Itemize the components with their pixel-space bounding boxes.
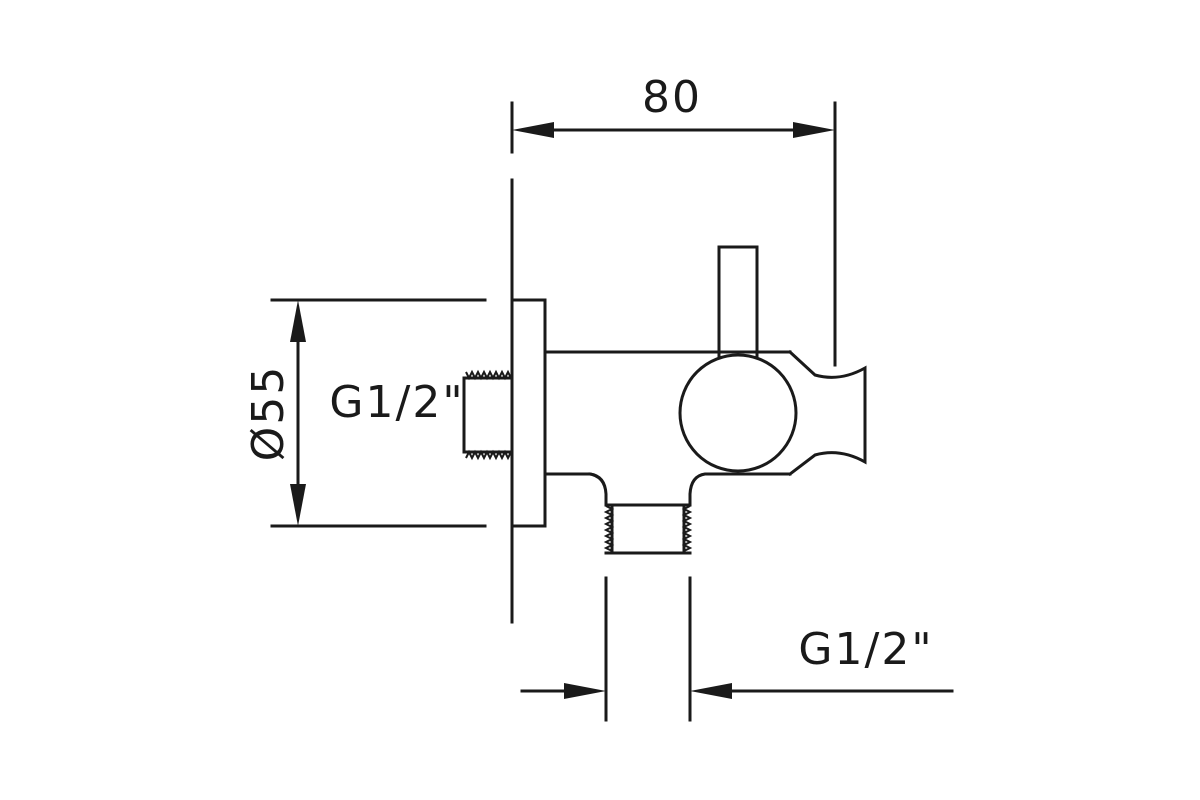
- outlet-thread-left: [603, 505, 615, 552]
- width-label: 80: [642, 72, 702, 123]
- diameter-dimension: Ø55: [243, 298, 487, 528]
- width-dimension: 80: [510, 72, 837, 367]
- diameter-arrow-bottom: [290, 484, 306, 526]
- inlet-thread-top: [465, 369, 512, 381]
- outlet-thread-right: [681, 505, 693, 552]
- outlet-thread-dimension: G1/2": [520, 576, 954, 722]
- inlet-thread-label: G1/2": [329, 377, 464, 428]
- outlet-arrow-right: [690, 683, 732, 699]
- outlet-thread-label: G1/2": [798, 624, 933, 675]
- width-arrow-right: [793, 122, 835, 138]
- inlet-thread-bottom: [465, 449, 512, 461]
- diameter-arrow-top: [290, 300, 306, 342]
- valve-body: [543, 350, 792, 507]
- wall-flange: [510, 298, 547, 528]
- outlet-arrow-left: [564, 683, 606, 699]
- inlet-nipple: [462, 369, 514, 461]
- diameter-label: Ø55: [243, 365, 294, 462]
- handle-knob: [678, 353, 798, 473]
- outlet-nipple: [603, 503, 693, 555]
- shower-holder-bracket: [787, 349, 867, 477]
- width-arrow-left: [512, 122, 554, 138]
- handle-lever: [717, 245, 759, 360]
